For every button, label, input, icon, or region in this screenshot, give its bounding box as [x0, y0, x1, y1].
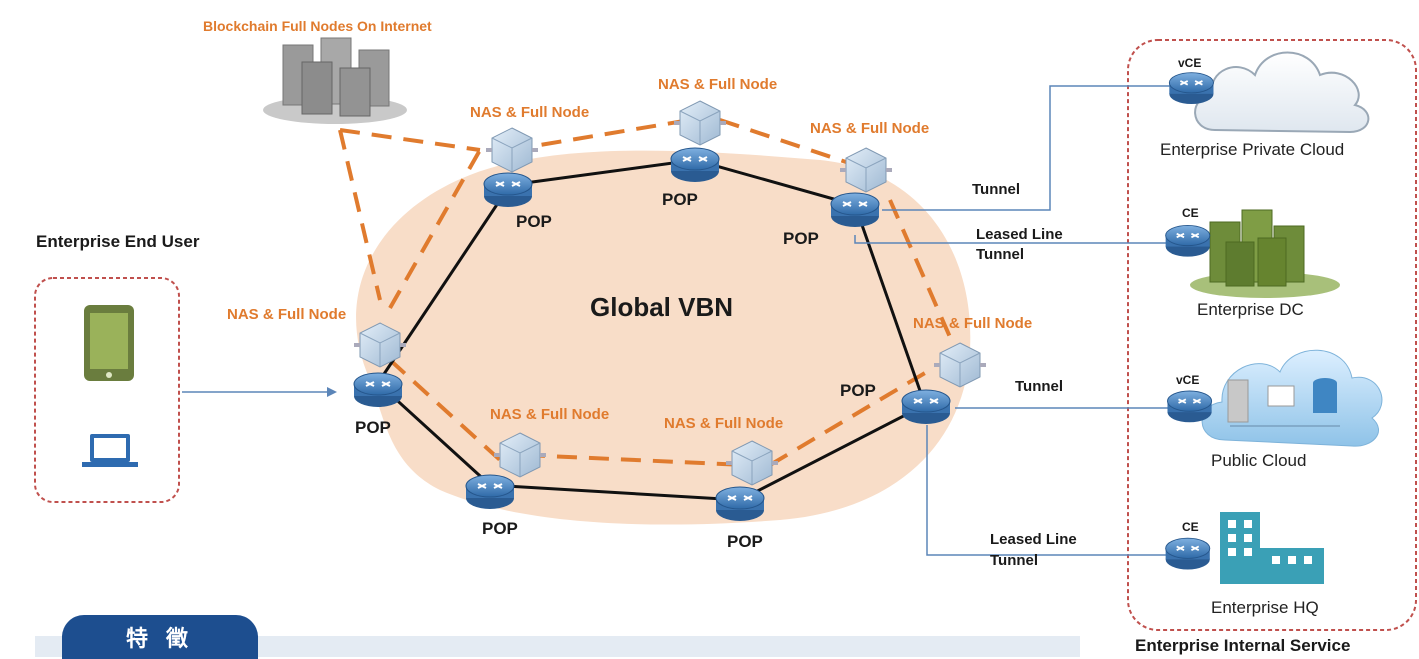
- service-name: Public Cloud: [1211, 451, 1307, 470]
- laptop-icon: [82, 434, 138, 467]
- blockchain-label: Blockchain Full Nodes On Internet: [203, 18, 432, 34]
- end-user-box: [34, 277, 180, 503]
- feature-tab[interactable]: 特 徵: [62, 615, 258, 659]
- pop-label: POP: [783, 229, 819, 248]
- tunnel-label: Tunnel: [972, 181, 1021, 198]
- router-icon: [715, 486, 765, 522]
- router-icon: [465, 474, 515, 510]
- server-cluster-icon: [263, 37, 407, 124]
- global-vbn-area: [356, 150, 971, 525]
- service-name: Enterprise Private Cloud: [1160, 140, 1345, 159]
- internal-service-box: [1127, 39, 1417, 631]
- node-label: NAS & Full Node: [658, 76, 778, 93]
- pop-label: POP: [516, 212, 552, 231]
- node-label: NAS & Full Node: [227, 306, 347, 323]
- router-icon: [1168, 71, 1215, 105]
- node-label: NAS & Full Node: [490, 406, 610, 423]
- feature-band: [35, 636, 1080, 657]
- node-label: NAS & Full Node: [810, 120, 930, 137]
- device-label: CE: [1182, 206, 1199, 220]
- router-icon: [901, 389, 951, 425]
- leased-line-label: Leased Line: [990, 531, 1077, 548]
- internal-service-label: Enterprise Internal Service: [1135, 636, 1351, 655]
- service-name: Enterprise DC: [1197, 300, 1304, 319]
- service-name: Enterprise HQ: [1211, 598, 1319, 617]
- node-label: NAS & Full Node: [664, 415, 784, 432]
- building-icon: [1220, 512, 1324, 584]
- pop-label: POP: [482, 519, 518, 538]
- node-label: NAS & Full Node: [913, 315, 1033, 332]
- end-user-label: Enterprise End User: [36, 232, 200, 251]
- tunnel-label: Tunnel: [990, 552, 1039, 569]
- smartphone-icon: [84, 305, 134, 381]
- node-label: NAS & Full Node: [470, 104, 590, 121]
- router-icon: [1164, 537, 1211, 571]
- router-icon: [483, 172, 533, 208]
- pop-label: POP: [355, 418, 391, 437]
- device-label: vCE: [1178, 56, 1202, 70]
- router-icon: [353, 372, 403, 408]
- pop-label: POP: [662, 190, 698, 209]
- blue-links: [182, 85, 1170, 556]
- router-icon: [670, 147, 720, 183]
- nas-dashed-links: [338, 118, 962, 467]
- tunnel-label: Tunnel: [976, 246, 1025, 263]
- device-label: CE: [1182, 520, 1199, 534]
- pop-label: POP: [840, 381, 876, 400]
- node-cube-icon: [673, 100, 727, 146]
- router-icon: [830, 192, 880, 228]
- device-label: vCE: [1176, 373, 1200, 387]
- leased-line-label: Leased Line: [976, 226, 1063, 243]
- router-icon: [1164, 224, 1211, 258]
- cloud-icon: [1194, 51, 1370, 134]
- pop-label: POP: [727, 532, 763, 551]
- diagram-title: Global VBN: [590, 292, 734, 322]
- cloud-icon: [1201, 349, 1383, 447]
- datacenter-icon: [1190, 209, 1340, 298]
- tunnel-label: Tunnel: [1015, 378, 1064, 395]
- router-icon: [1166, 390, 1213, 424]
